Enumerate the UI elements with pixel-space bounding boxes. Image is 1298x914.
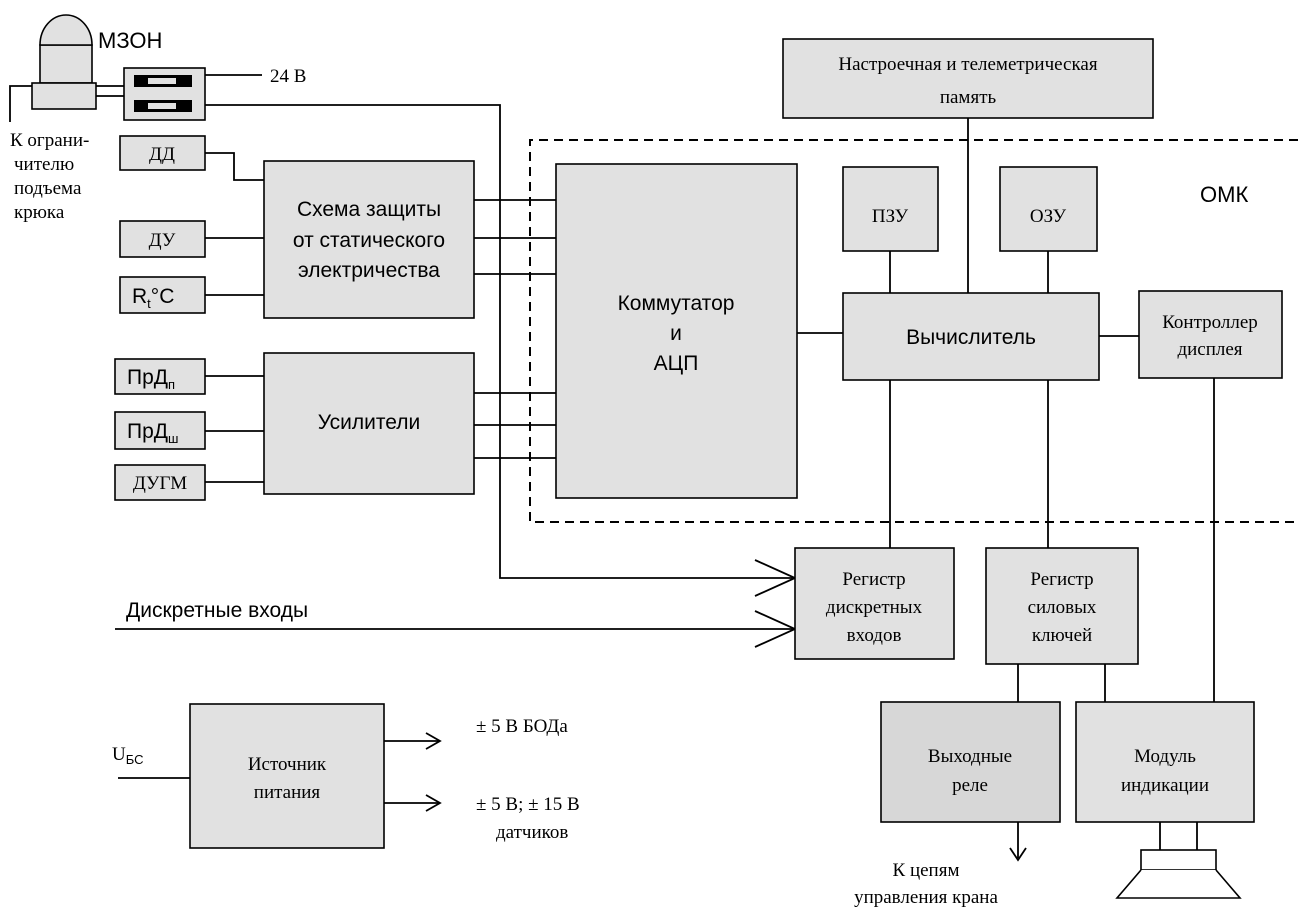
calculator-label: Вычислитель [906, 326, 1036, 349]
sensor-prd-sh-label: ПрДш [127, 420, 178, 446]
sensor-prd-sh [114, 411, 206, 450]
power-supply-line2: питания [254, 782, 321, 803]
memory-label-line2: память [940, 87, 997, 108]
output-relays-line1: Выходные [928, 746, 1012, 767]
power-supply-block [189, 703, 385, 849]
protection-label-line2: от статического [293, 229, 445, 252]
output-sensors-label: датчиков [496, 822, 568, 843]
power-keys-register-block [985, 547, 1139, 665]
output-relays-block [880, 701, 1061, 823]
discrete-register-block [794, 547, 955, 660]
commutator-adc-block [555, 163, 798, 499]
power-register-line1: Регистр [1030, 569, 1093, 590]
omk-boundary [529, 139, 1298, 523]
power-supply-line1: Источник [248, 754, 327, 775]
sensor-prd-p-label: ПрДп [127, 366, 175, 392]
speaker-icon [1115, 849, 1242, 899]
limiter-label-line3: подъема [14, 178, 82, 199]
output-relays-line2: реле [952, 775, 988, 796]
mzon-label: МЗОН [98, 28, 162, 53]
sensor-dugm [114, 464, 206, 501]
rom-label: ПЗУ [872, 206, 909, 227]
omk-label: ОМК [1200, 182, 1248, 207]
sensor-du [119, 220, 206, 258]
protection-label-line3: электричества [298, 259, 440, 282]
ram-label: ОЗУ [1030, 206, 1067, 227]
sensor-rt-label: Rt°C [132, 285, 174, 311]
display-controller-block [1138, 290, 1283, 379]
discrete-register-line1: Регистр [842, 569, 905, 590]
connector-icon [123, 67, 206, 121]
sensor-dd-label: ДД [149, 144, 175, 165]
voltage-24v-label: 24 В [270, 66, 306, 87]
protection-label-line1: Схема защиты [297, 198, 441, 221]
commutator-label-line3: АЦП [654, 352, 699, 375]
mzon-sensor-icon [31, 14, 97, 110]
power-register-line2: силовых [1028, 597, 1097, 618]
memory-label-line1: Настроечная и телеметрическая [838, 54, 1097, 75]
controller-label-line2: дисплея [1177, 339, 1242, 360]
commutator-label-line2: и [670, 322, 682, 345]
discrete-register-line2: дискретных [826, 597, 923, 618]
limiter-label-line4: крюка [14, 202, 65, 223]
rom-block [842, 166, 939, 252]
crane-circuits-line2: управления крана [854, 887, 998, 908]
controller-label-line1: Контроллер [1162, 312, 1258, 333]
limiter-label-line2: чителю [14, 154, 74, 175]
calculator-block [842, 292, 1100, 381]
amplifiers-label: Усилители [318, 411, 421, 434]
sensor-rt [119, 276, 206, 314]
commutator-label-line1: Коммутатор [618, 292, 735, 315]
crane-circuits-line1: К цепям [893, 860, 960, 881]
discrete-inputs-label: Дискретные входы [126, 599, 308, 622]
output-5v-boda-label: ± 5 В БОДа [476, 716, 568, 737]
memory-block [782, 38, 1154, 119]
indication-module-line2: индикации [1121, 775, 1209, 796]
sensor-prd-p [114, 358, 206, 395]
sensor-dugm-label: ДУГМ [133, 473, 187, 494]
power-register-line3: ключей [1032, 625, 1092, 646]
limiter-label-line1: К ограни- [10, 130, 89, 151]
connection-lines [9, 74, 1215, 862]
indication-module-block [1075, 701, 1255, 823]
ubs-label: UБС [112, 744, 144, 767]
discrete-register-line3: входов [847, 625, 902, 646]
amplifiers-block [263, 352, 475, 495]
protection-scheme-block [263, 160, 475, 319]
output-5v-15v-label: ± 5 В; ± 15 В [476, 794, 580, 815]
indication-module-line1: Модуль [1134, 746, 1196, 767]
sensor-dd [119, 135, 206, 171]
ram-block [999, 166, 1098, 252]
sensor-du-label: ДУ [149, 230, 176, 251]
